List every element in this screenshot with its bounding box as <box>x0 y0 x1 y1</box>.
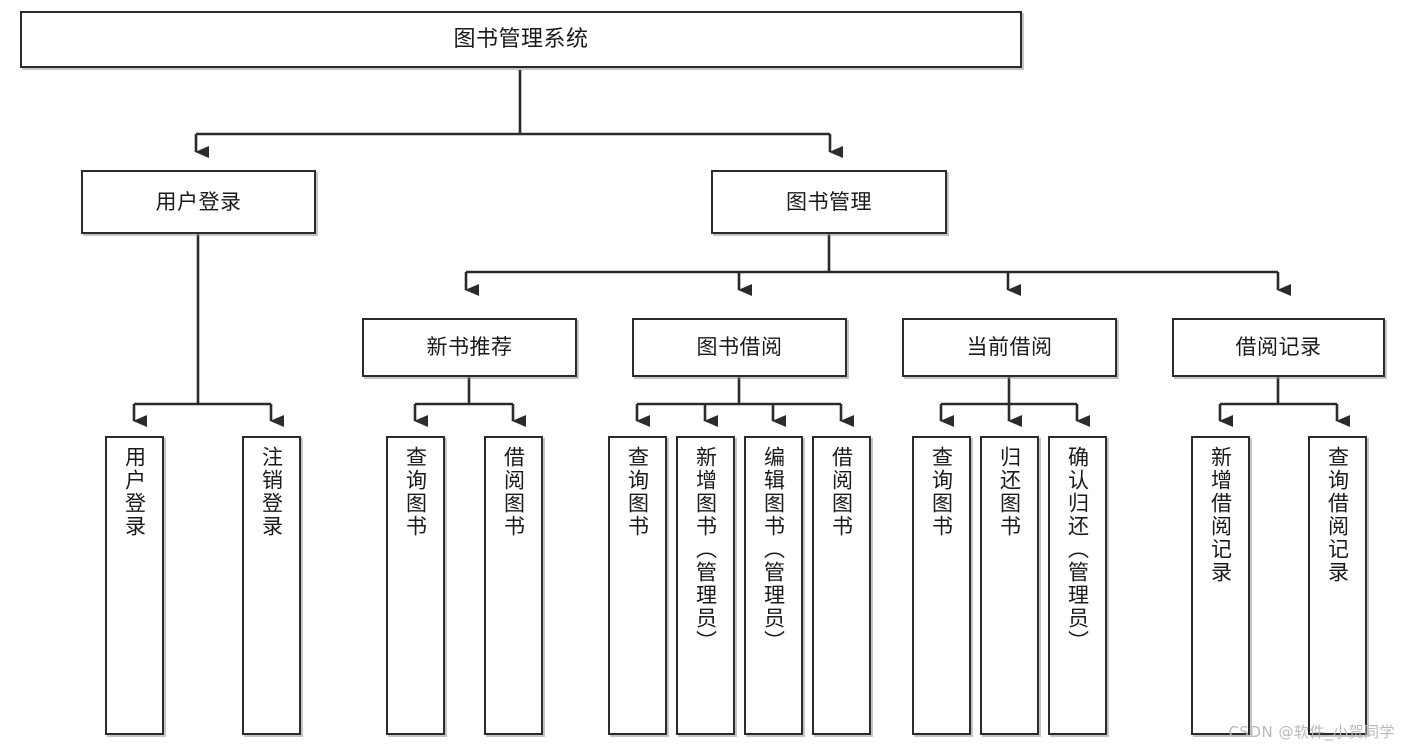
node-label: 查询图书 <box>929 446 954 538</box>
node-label: 查询图书 <box>403 446 428 538</box>
node-book-management[interactable]: 图书管理 <box>711 170 947 234</box>
node-leaf-borrow-book-1[interactable]: 借阅图书 <box>484 436 543 735</box>
node-label: 图书借阅 <box>696 335 783 360</box>
node-label: 查询图书 <box>625 446 650 538</box>
node-leaf-add-record[interactable]: 新增借阅记录 <box>1191 436 1250 735</box>
node-current-borrow[interactable]: 当前借阅 <box>902 318 1117 377</box>
node-label: 新增借阅记录 <box>1208 446 1233 584</box>
node-label: 新增图书（管理员） <box>693 446 718 653</box>
node-new-book-recommend[interactable]: 新书推荐 <box>362 318 577 377</box>
node-leaf-query-book-1[interactable]: 查询图书 <box>386 436 445 735</box>
node-label: 借阅记录 <box>1235 335 1322 360</box>
node-leaf-confirm-return[interactable]: 确认归还（管理员） <box>1048 436 1107 735</box>
node-user-login[interactable]: 用户登录 <box>81 170 316 234</box>
node-label: 借阅图书 <box>829 446 854 538</box>
node-leaf-logout-login[interactable]: 注销登录 <box>242 436 301 735</box>
node-leaf-query-book-3[interactable]: 查询图书 <box>912 436 971 735</box>
csdn-watermark: CSDN @软件_小贺同学 <box>1228 723 1395 741</box>
node-leaf-return-book[interactable]: 归还图书 <box>980 436 1039 735</box>
node-leaf-user-login[interactable]: 用户登录 <box>105 436 164 735</box>
node-leaf-query-book-2[interactable]: 查询图书 <box>608 436 667 735</box>
node-label: 用户登录 <box>122 446 147 538</box>
node-label: 确认归还（管理员） <box>1065 446 1090 653</box>
node-label: 新书推荐 <box>426 335 513 360</box>
node-label: 用户登录 <box>155 189 242 214</box>
node-label: 图书管理 <box>786 189 872 214</box>
node-root-book-management-system[interactable]: 图书管理系统 <box>20 11 1022 68</box>
node-leaf-add-book[interactable]: 新增图书（管理员） <box>676 436 735 735</box>
node-borrow-record[interactable]: 借阅记录 <box>1172 318 1385 377</box>
node-label: 注销登录 <box>259 446 284 538</box>
node-label: 归还图书 <box>997 446 1022 538</box>
node-book-borrow[interactable]: 图书借阅 <box>632 318 847 377</box>
node-leaf-query-record[interactable]: 查询借阅记录 <box>1308 436 1367 735</box>
node-label: 借阅图书 <box>501 446 526 538</box>
node-label: 当前借阅 <box>966 335 1053 360</box>
node-leaf-borrow-book-2[interactable]: 借阅图书 <box>812 436 871 735</box>
node-label: 编辑图书（管理员） <box>761 446 786 653</box>
node-leaf-edit-book[interactable]: 编辑图书（管理员） <box>744 436 803 735</box>
node-label: 查询借阅记录 <box>1325 446 1350 584</box>
node-label: 图书管理系统 <box>453 26 589 52</box>
